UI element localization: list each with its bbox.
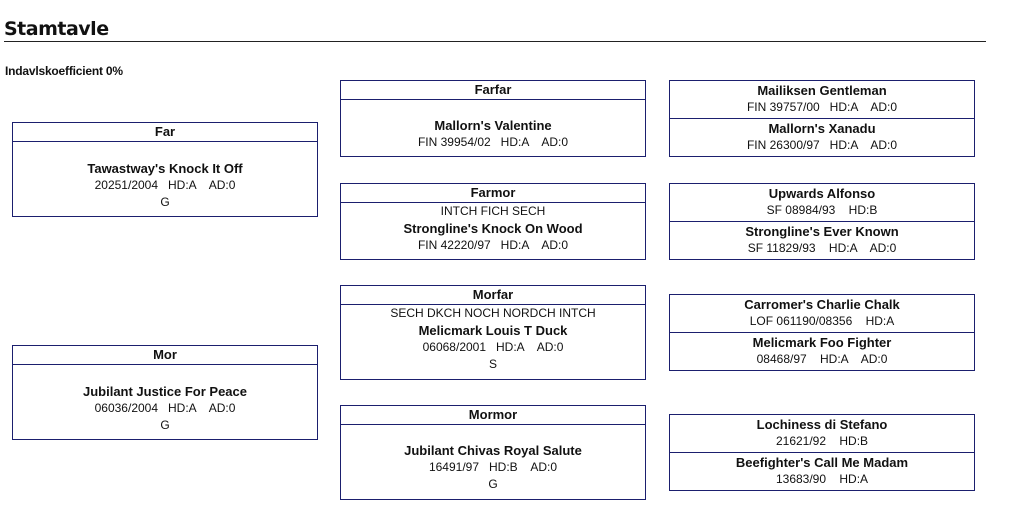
- dog-name: Upwards Alfonso: [768, 186, 876, 201]
- great-grandparent-pair-2: Upwards Alfonso SF 08984/93 HD:B Strongl…: [669, 183, 975, 260]
- dog-registration: LOF 061190/08356 HD:A: [749, 314, 895, 328]
- great-grandparent-pair-3: Carromer's Charlie Chalk LOF 061190/0835…: [669, 294, 975, 371]
- dog-name: Strongline's Knock On Wood: [403, 221, 583, 236]
- dog-name: Jubilant Chivas Royal Salute: [404, 443, 582, 458]
- parent-label: Mor: [13, 346, 317, 365]
- dog-name: Mallorn's Xanadu: [768, 121, 876, 136]
- dog-registration: SF 11829/93 HD:A AD:0: [747, 241, 897, 255]
- grandparent-card-morfar[interactable]: Morfar SECH DKCH NOCH NORDCH INTCH Melic…: [340, 285, 646, 380]
- grandparent-label: Mormor: [341, 406, 645, 425]
- dog-titles: [341, 100, 645, 117]
- dog-registration: FIN 42220/97 HD:A AD:0: [417, 238, 569, 252]
- dog-registration: FIN 39954/02 HD:A AD:0: [417, 135, 569, 149]
- great-grandparent-card[interactable]: Upwards Alfonso SF 08984/93 HD:B: [670, 184, 974, 221]
- grandparent-card-farfar[interactable]: Farfar Mallorn's Valentine FIN 39954/02 …: [340, 80, 646, 157]
- dog-registration: 21621/92 HD:B: [775, 434, 869, 448]
- great-grandparent-card[interactable]: Lochiness di Stefano 21621/92 HD:B: [670, 415, 974, 452]
- inbreeding-coefficient: Indavlskoefficient 0%: [5, 64, 123, 78]
- dog-name: Mailiksen Gentleman: [757, 83, 887, 98]
- grandparent-card-mormor[interactable]: Mormor Jubilant Chivas Royal Salute 1649…: [340, 405, 646, 500]
- dog-registration: 08468/97 HD:A AD:0: [756, 352, 888, 366]
- great-grandparent-card[interactable]: Beefighter's Call Me Madam 13683/90 HD:A: [670, 452, 974, 489]
- parent-card-far[interactable]: Far Tawastway's Knock It Off 20251/2004 …: [12, 122, 318, 217]
- dog-name: Mallorn's Valentine: [434, 118, 552, 133]
- great-grandparent-pair-1: Mailiksen Gentleman FIN 39757/00 HD:A AD…: [669, 80, 975, 157]
- dog-name: Tawastway's Knock It Off: [87, 161, 243, 176]
- page-title: Stamtavle: [4, 18, 109, 40]
- dog-extra: S: [488, 357, 497, 371]
- dog-name: Carromer's Charlie Chalk: [744, 297, 900, 312]
- great-grandparent-card[interactable]: Melicmark Foo Fighter 08468/97 HD:A AD:0: [670, 332, 974, 369]
- dog-titles: SECH DKCH NOCH NORDCH INTCH: [390, 306, 596, 320]
- dog-registration: 16491/97 HD:B AD:0: [428, 460, 558, 474]
- dog-extra: G: [488, 477, 498, 491]
- great-grandparent-pair-4: Lochiness di Stefano 21621/92 HD:B Beefi…: [669, 414, 975, 491]
- title-divider: [4, 41, 986, 42]
- dog-titles: INTCH FICH SECH: [440, 204, 546, 218]
- dog-registration: FIN 39757/00 HD:A AD:0: [746, 100, 898, 114]
- dog-registration: FIN 26300/97 HD:A AD:0: [746, 138, 898, 152]
- great-grandparent-card[interactable]: Mailiksen Gentleman FIN 39757/00 HD:A AD…: [670, 81, 974, 118]
- grandparent-card-farmor[interactable]: Farmor INTCH FICH SECH Strongline's Knoc…: [340, 183, 646, 260]
- dog-extra: G: [160, 418, 170, 432]
- dog-name: Melicmark Foo Fighter: [752, 335, 892, 350]
- dog-titles: [341, 425, 645, 442]
- grandparent-label: Farmor: [341, 184, 645, 203]
- dog-name: Beefighter's Call Me Madam: [735, 455, 909, 470]
- dog-registration: SF 08984/93 HD:B: [766, 203, 878, 217]
- dog-registration: 06036/2004 HD:A AD:0: [94, 401, 236, 415]
- grandparent-label: Morfar: [341, 286, 645, 305]
- dog-name: Strongline's Ever Known: [745, 224, 899, 239]
- dog-name: Jubilant Justice For Peace: [82, 384, 247, 399]
- great-grandparent-card[interactable]: Strongline's Ever Known SF 11829/93 HD:A…: [670, 221, 974, 258]
- dog-registration: 20251/2004 HD:A AD:0: [94, 178, 236, 192]
- great-grandparent-card[interactable]: Carromer's Charlie Chalk LOF 061190/0835…: [670, 295, 974, 332]
- grandparent-label: Farfar: [341, 81, 645, 100]
- parent-label: Far: [13, 123, 317, 142]
- dog-registration: 06068/2001 HD:A AD:0: [422, 340, 564, 354]
- dog-name: Lochiness di Stefano: [756, 417, 888, 432]
- great-grandparent-card[interactable]: Mallorn's Xanadu FIN 26300/97 HD:A AD:0: [670, 118, 974, 155]
- dog-extra: G: [160, 195, 170, 209]
- parent-card-mor[interactable]: Mor Jubilant Justice For Peace 06036/200…: [12, 345, 318, 440]
- dog-registration: 13683/90 HD:A: [775, 472, 869, 486]
- dog-name: Melicmark Louis T Duck: [418, 323, 568, 338]
